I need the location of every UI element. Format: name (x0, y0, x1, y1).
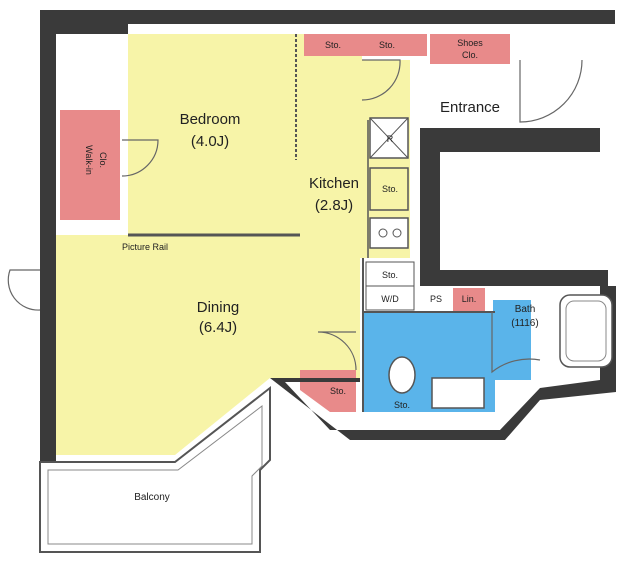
washer-space (365, 285, 415, 311)
bath-label: Bath (515, 304, 536, 315)
bedroom-label: Bedroom (180, 111, 241, 128)
kitchen-storage-label: Sto. (382, 184, 398, 194)
range-cross-2 (369, 117, 409, 159)
left-wall (40, 24, 128, 462)
shoes-label: Shoes (457, 38, 483, 48)
bedroom-floor (128, 34, 300, 235)
storage-top-3 (412, 34, 427, 56)
entrance-door (519, 59, 583, 123)
bedroom-door (121, 139, 159, 177)
range-label: R (387, 134, 394, 144)
dining-size: (6.4J) (199, 319, 237, 336)
sink-icon (431, 377, 485, 409)
storage-dining (300, 370, 356, 412)
top-wall (40, 10, 615, 24)
linen-label: Lin. (462, 294, 477, 304)
balcony-label: Balcony (134, 492, 170, 503)
kitchen-label: Kitchen (309, 175, 359, 192)
bath-size: (1116) (511, 318, 538, 329)
entrance-label: Entrance (440, 99, 500, 116)
dining-storage-label: Sto. (330, 386, 346, 396)
dining-floor (56, 235, 360, 455)
ps-label: PS (430, 294, 442, 304)
toilet-icon (388, 356, 416, 394)
bathtub-icon (559, 294, 613, 368)
balcony-inner (47, 404, 263, 545)
storage-top-2 (362, 34, 412, 56)
shoes-closet (430, 34, 510, 64)
washer-storage (365, 261, 415, 287)
washroom-door (491, 312, 541, 374)
storage-top-1 (304, 34, 362, 56)
burner-icon (378, 228, 388, 238)
entrance-floor (415, 60, 515, 128)
bedroom-size: (4.0J) (191, 133, 229, 150)
kitchen-storage (369, 167, 409, 211)
kitchen-size: (2.8J) (315, 197, 353, 214)
right-wall-bath (270, 286, 616, 440)
picture-rail-label: Picture Rail (122, 242, 168, 252)
burner-icon (392, 228, 402, 238)
kitchen-entry-door (361, 59, 401, 101)
bathtub-inner (565, 300, 607, 362)
linen-closet (453, 288, 485, 312)
wd-label: W/D (381, 294, 399, 304)
washroom-storage-label: Sto. (394, 400, 410, 410)
walkin-clo-label: Clo. (98, 152, 108, 168)
shoes-clo-label: Clo. (462, 50, 478, 60)
walkin-label: Walk-in (84, 145, 94, 175)
dining-storage-door (317, 331, 357, 371)
right-wall-upper (420, 128, 608, 286)
walkin-closet (60, 110, 120, 220)
washer-storage-label: Sto. (382, 270, 398, 280)
storage-top-2-label: Sto. (379, 40, 395, 50)
dining-label: Dining (197, 299, 240, 316)
storage-top-1-label: Sto. (325, 40, 341, 50)
kitchen-stove (369, 217, 409, 249)
left-window-door (7, 269, 41, 311)
